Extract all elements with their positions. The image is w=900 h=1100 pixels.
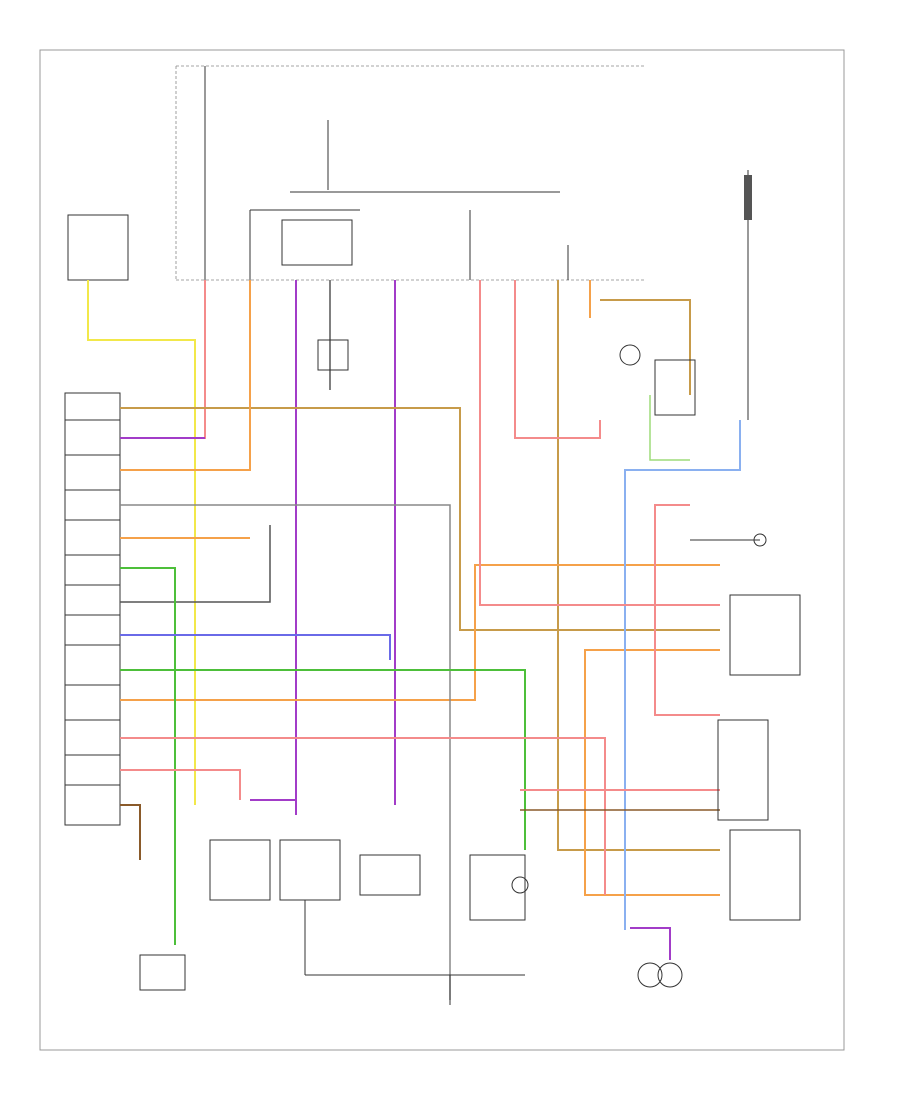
wire-gray <box>120 280 451 1000</box>
wire-pink-2 <box>120 280 720 895</box>
wire-pink-1 <box>120 280 206 439</box>
bottom-switches <box>139 839 683 1005</box>
relay-center <box>317 339 349 371</box>
wire-brown <box>120 804 720 860</box>
wire-orange <box>120 280 720 896</box>
diagram-frame <box>39 49 845 1051</box>
wire-violet-bottom <box>630 927 671 960</box>
right-components <box>619 344 801 921</box>
wire-tan <box>120 280 720 851</box>
wire-yellow <box>87 280 196 805</box>
wire-blue <box>120 420 741 930</box>
control-module <box>64 392 121 826</box>
top-left-component <box>67 214 129 281</box>
fuse-box <box>175 65 645 281</box>
wire-violet-1 <box>120 280 396 815</box>
ground-symbol <box>744 170 752 420</box>
